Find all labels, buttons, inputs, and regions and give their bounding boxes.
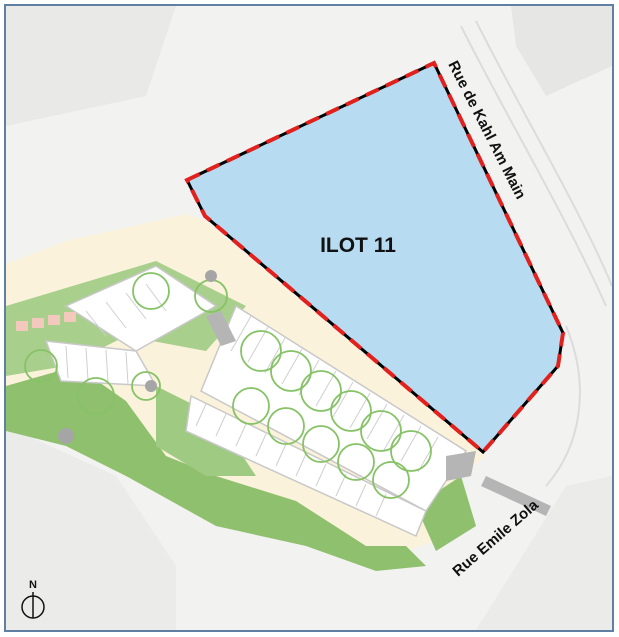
tree-markers (58, 270, 217, 444)
tree-canopies (24, 272, 432, 499)
site-plan-map: ILOT 11 Rue de Kahl Am Main Rue Emile Zo… (4, 4, 614, 632)
building-wing-north (64, 265, 218, 352)
green-area-corner (416, 476, 476, 551)
parcel-label: ILOT 11 (320, 234, 396, 257)
road-curve-southeast (545, 325, 581, 487)
north-arrow-icon: N (21, 579, 45, 619)
road-line-east-1 (460, 25, 607, 307)
road-line-east-2 (475, 20, 612, 287)
green-area-south (6, 366, 426, 571)
pink-blocks (16, 312, 76, 331)
neighbor-block-southeast (476, 476, 612, 630)
neighbor-block-northeast (511, 6, 612, 96)
site-plan-canvas: ILOT 11 Rue de Kahl Am Main Rue Emile Zo… (6, 6, 612, 630)
grey-paths (206, 311, 551, 516)
neighbor-block-northwest (6, 6, 176, 126)
parking-stall-lines (65, 283, 439, 517)
parcel-boundary-dashed (184, 60, 566, 455)
neighbor-block-southwest (6, 426, 176, 630)
building-wing-south (185, 394, 427, 538)
north-label: N (29, 579, 37, 591)
